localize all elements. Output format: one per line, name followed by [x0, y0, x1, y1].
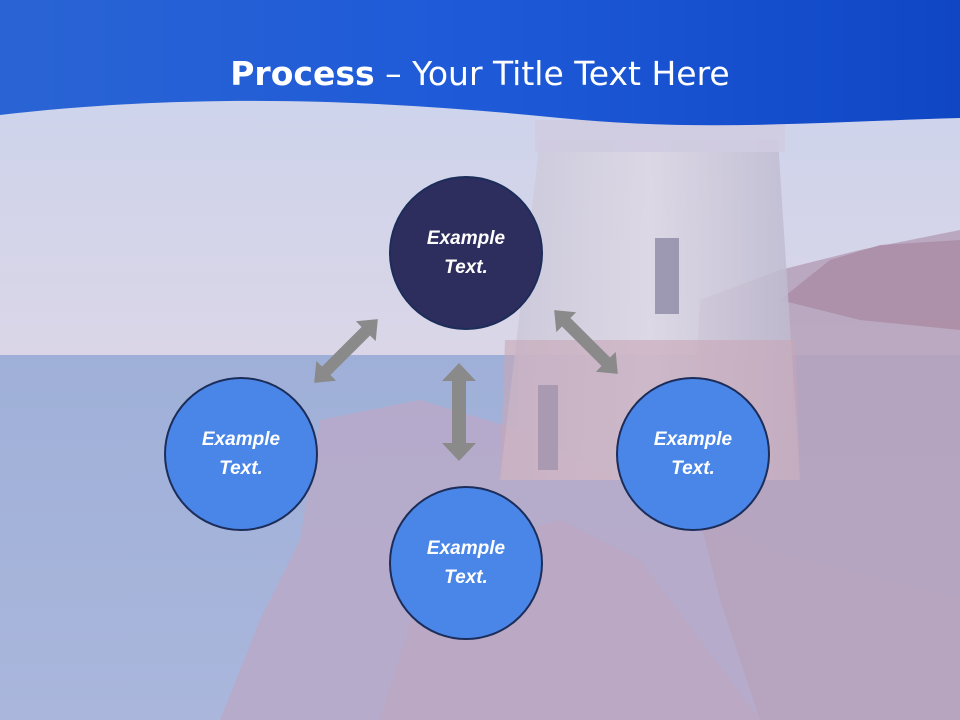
title-bold: Process: [230, 54, 375, 93]
node-top: Example Text.: [389, 176, 543, 330]
node-top-label: Example Text.: [426, 228, 506, 278]
node-bottom: Example Text.: [389, 486, 543, 640]
arrow-top-right: [554, 310, 618, 374]
node-right: Example Text.: [616, 377, 770, 531]
slide-title: Process – Your Title Text Here: [0, 52, 960, 96]
title-rest: – Your Title Text Here: [374, 54, 730, 93]
arrow-vertical: [442, 363, 476, 461]
node-right-label: Example Text.: [653, 429, 733, 479]
node-left: Example Text.: [164, 377, 318, 531]
node-left-label: Example Text.: [201, 429, 281, 479]
node-bottom-label: Example Text.: [426, 538, 506, 588]
arrow-left-top: [314, 319, 378, 383]
